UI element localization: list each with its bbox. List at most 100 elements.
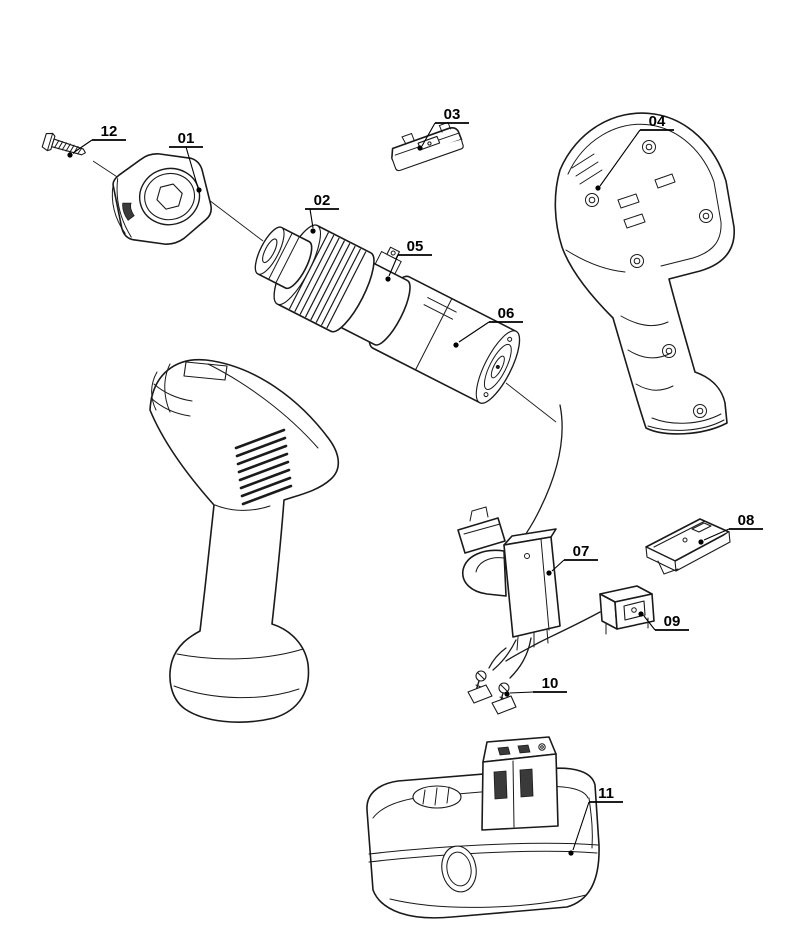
leader-line — [185, 146, 199, 189]
slider-side — [675, 531, 731, 572]
part-label-10: 10 — [504, 675, 567, 697]
part-clip — [391, 121, 464, 172]
housing-right-slots — [617, 173, 676, 229]
part-label-07: 07 — [546, 543, 598, 576]
tower-contact2 — [519, 768, 534, 798]
leader-dot — [67, 152, 73, 158]
housing-left-notch — [183, 361, 228, 381]
part-drive-assembly — [254, 224, 521, 404]
leader-dot — [417, 145, 423, 151]
leader-dot — [546, 570, 552, 576]
part-number: 11 — [598, 785, 614, 802]
slider-notch — [691, 522, 712, 533]
screw-threads — [54, 140, 82, 155]
leader-dot — [638, 611, 644, 617]
chuck-ring-knurling — [288, 232, 367, 329]
terminal-plate — [467, 684, 493, 704]
part-number: 04 — [649, 113, 666, 130]
housing-right-inner-rim — [567, 123, 722, 267]
battery-seam — [368, 842, 599, 855]
tower-post-center — [540, 745, 544, 749]
axis-line — [204, 196, 264, 242]
part-number: 06 — [498, 305, 515, 322]
housing-left-handle-edge — [214, 504, 271, 511]
switch-pin — [524, 553, 530, 559]
collar-spindle-hole — [262, 238, 278, 264]
part-label-03: 03 — [417, 106, 469, 151]
screw-head-edge — [46, 132, 54, 152]
collar-thread2 — [275, 236, 300, 284]
motor-bolt — [507, 336, 513, 342]
part-number: 09 — [664, 613, 681, 630]
part-number: 12 — [101, 123, 118, 140]
switch-bracket — [457, 517, 506, 554]
leader-dot — [196, 187, 202, 193]
part-number: 03 — [444, 106, 461, 123]
leader-line — [309, 208, 314, 229]
battery-corner-line — [588, 797, 593, 849]
leader-line — [421, 122, 436, 147]
leader-line — [703, 528, 730, 541]
housing-left-foot-seam2 — [173, 685, 300, 699]
motor-bolt2 — [483, 392, 489, 398]
part-number: 07 — [573, 543, 590, 560]
tower-post — [538, 743, 546, 751]
terminal-screw-slot2 — [500, 684, 508, 692]
part-label-12: 12 — [67, 123, 126, 158]
housing-right-outline — [554, 112, 735, 435]
leader-line — [388, 254, 399, 277]
switch-body — [503, 536, 561, 638]
leader-line — [509, 691, 534, 694]
collar-thread — [268, 232, 293, 280]
motor-bearing-ring — [483, 343, 512, 391]
part-number: 10 — [542, 675, 559, 692]
leader-line — [643, 615, 656, 631]
clip-pin — [427, 141, 432, 146]
wire-main — [516, 404, 563, 548]
housing-left-nose-arc2 — [153, 383, 193, 402]
leader-dot — [310, 228, 316, 234]
battery-button-inner — [446, 851, 472, 887]
motor-seam — [415, 298, 453, 371]
housing-right-foot-seam — [647, 419, 725, 431]
switch-trigger-line — [475, 557, 505, 573]
part-label-02: 02 — [305, 192, 339, 234]
part-housing-right — [554, 112, 735, 435]
part-contact-block — [599, 585, 655, 635]
part-label-04: 04 — [595, 113, 674, 191]
switch-terminal-pins — [516, 629, 549, 651]
slider-tab — [657, 560, 679, 575]
leader-dot — [568, 850, 574, 856]
part-label-05: 05 — [385, 238, 432, 282]
chuck-collar — [254, 226, 313, 290]
leader-dot — [595, 185, 601, 191]
housing-left-foot-seam — [176, 648, 304, 660]
clip-tab-left — [401, 132, 415, 145]
clip-front — [391, 139, 464, 172]
part-battery — [366, 736, 600, 919]
part-housing-left — [149, 358, 340, 723]
housing-left-outline — [149, 358, 340, 723]
leader-dot — [504, 691, 510, 697]
switch-bracket-line — [463, 523, 501, 535]
tower-slot-top — [497, 746, 511, 756]
battery-bottom-line — [389, 894, 587, 908]
terminal-screw-thread — [475, 684, 482, 688]
cap-flange-inner — [116, 178, 132, 238]
switch-body-edge — [540, 538, 550, 631]
motor-vents — [423, 297, 457, 320]
cap-flange-outer — [111, 184, 126, 234]
tower-contact — [493, 770, 508, 800]
tower-slot-top2 — [517, 744, 531, 754]
part-label-08: 08 — [698, 512, 763, 545]
cap-slot — [122, 202, 135, 221]
housing-right-handle-ribs — [565, 249, 674, 391]
part-label-01: 01 — [169, 130, 203, 193]
part-label-11: 11 — [568, 785, 623, 856]
wire-terminal — [488, 647, 507, 669]
leader-dot — [453, 342, 459, 348]
battery-tower — [481, 736, 559, 831]
cap-hex-hole — [156, 183, 183, 210]
